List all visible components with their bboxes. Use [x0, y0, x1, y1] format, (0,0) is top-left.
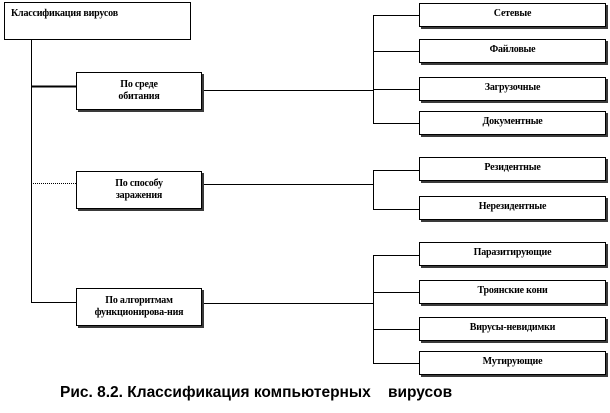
leaf-node-label: Паразитирующие	[473, 247, 552, 258]
group-node-label-line: По алгоритмам	[105, 295, 173, 306]
group-node-label-line: функционирова-ния	[94, 307, 184, 318]
leaf-node-label: Мутирующие	[482, 356, 543, 367]
leaf-node: Резидентные	[419, 157, 606, 181]
figure-caption: Рис. 8.2. Классификация компьютерных вир…	[60, 384, 453, 401]
leaf-node: Нерезидентные	[419, 196, 606, 220]
leaf-node: Сетевые	[419, 3, 606, 27]
leaf-node: Файловые	[419, 39, 606, 63]
leaf-node: Троянские кони	[419, 280, 606, 304]
leaf-node-label: Документные	[482, 116, 543, 127]
leaf-node-label: Резидентные	[484, 162, 541, 173]
leaf-node: Вирусы-невидимки	[419, 317, 606, 341]
leaf-node: Мутирующие	[419, 351, 606, 375]
group-node-label-line: По среде	[120, 79, 158, 90]
leaf-node-label: Сетевые	[493, 8, 532, 19]
leaf-node-label: Троянские кони	[477, 285, 548, 296]
leaf-node-label: Нерезидентные	[478, 201, 547, 212]
leaf-node: Документные	[419, 111, 606, 135]
root-node-label: Классификация вирусов	[11, 8, 118, 19]
group-node-habitat: По среде обитания	[76, 72, 202, 110]
leaf-node: Загрузочные	[419, 77, 606, 101]
root-node: Классификация вирусов	[4, 2, 191, 40]
leaf-node-label: Файловые	[489, 44, 536, 55]
group-node-infection-method: По способу заражения	[76, 171, 202, 209]
leaf-node: Паразитирующие	[419, 242, 606, 266]
group-node-label-line: По способу	[115, 178, 163, 189]
group-node-label-line: обитания	[118, 91, 160, 102]
group-node-algorithms: По алгоритмам функционирова-ния	[76, 288, 202, 326]
leaf-node-label: Загрузочные	[484, 82, 541, 93]
leaf-node-label: Вирусы-невидимки	[469, 322, 556, 333]
group-node-label-line: заражения	[115, 190, 163, 201]
